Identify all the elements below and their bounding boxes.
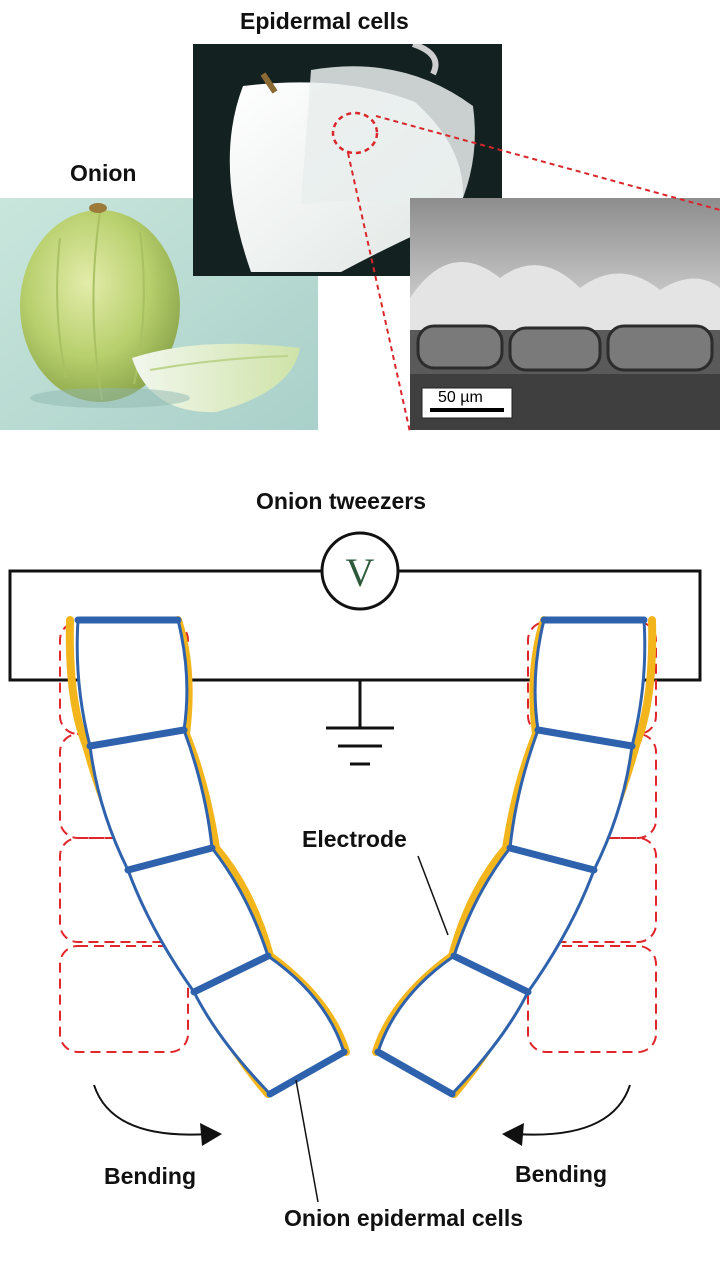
epidermal-cells-label: Epidermal cells xyxy=(240,8,409,34)
tweezers-diagram: V xyxy=(8,531,702,1203)
electrode-leader xyxy=(417,855,449,936)
epidermal-cells-photo xyxy=(193,44,502,276)
bending-label-right: Bending xyxy=(515,1161,607,1187)
sem-micrograph xyxy=(410,198,720,430)
zoom-indicator xyxy=(331,111,720,433)
voltmeter: V xyxy=(320,531,400,611)
bending-label-left: Bending xyxy=(104,1163,196,1189)
onion-tweezers-label: Onion tweezers xyxy=(256,488,426,514)
onion-label: Onion xyxy=(70,160,137,186)
ground-symbol xyxy=(326,726,394,766)
right-cell-stack xyxy=(372,616,657,1098)
left-cell-1 xyxy=(75,618,189,748)
bending-arrow-right xyxy=(502,1084,631,1146)
scale-bar-label: 50 µm xyxy=(438,389,483,406)
epidermal-photo-drawing xyxy=(193,44,502,276)
bending-arrow-left xyxy=(93,1084,222,1146)
cells-leader xyxy=(295,1079,319,1203)
left-cell-stack xyxy=(65,616,350,1098)
zoom-circle xyxy=(331,111,379,155)
onion-epidermal-cells-label: Onion epidermal cells xyxy=(284,1205,524,1231)
sem-drawing xyxy=(410,198,720,430)
voltmeter-symbol: V xyxy=(346,550,375,595)
electrode-label: Electrode xyxy=(302,826,407,852)
right-cell-1 xyxy=(533,618,647,748)
